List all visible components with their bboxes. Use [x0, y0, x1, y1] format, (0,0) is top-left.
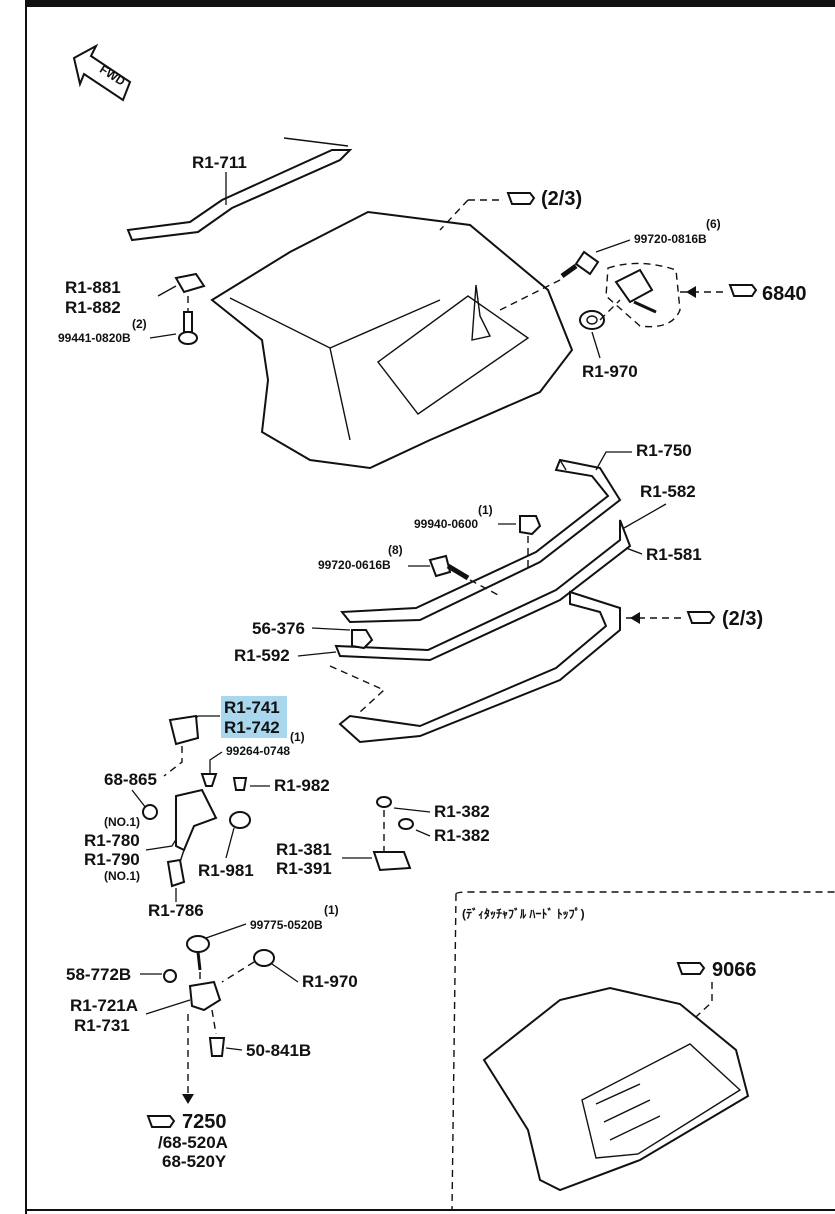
- screw-part: [142, 804, 158, 820]
- weatherstrip-part: [126, 137, 353, 242]
- label-r1-786: R1-786: [148, 901, 204, 920]
- lower-rail-part: [338, 590, 621, 744]
- detachable-caption: (ﾃﾞｨﾀｯﾁｬﾌﾞﾙ ﾊｰﾄﾞ ﾄｯﾌﾟ): [462, 906, 585, 921]
- label-r1-382-a: R1-382: [434, 802, 490, 821]
- no1-a: (NO.1): [104, 815, 140, 829]
- label-r1-981: R1-981: [198, 861, 254, 880]
- label-r1-381: R1-381: [276, 840, 332, 859]
- label-r1-391: R1-391: [276, 859, 332, 878]
- detachable-hard-top-part: [482, 986, 750, 1192]
- label-r1-741: R1-741: [224, 698, 280, 717]
- bumper-part: [166, 858, 186, 888]
- latch-bracket-part: [614, 268, 657, 314]
- rear-rail-part: [340, 458, 622, 624]
- label-r1-721a: R1-721A: [70, 996, 138, 1015]
- label-r1-382-b: R1-382: [434, 826, 490, 845]
- no1-b: (NO.1): [104, 869, 140, 883]
- nut-part: [579, 310, 605, 330]
- label-r1-581: R1-581: [646, 545, 702, 564]
- screw-part: [178, 311, 198, 345]
- screw-part: [398, 818, 414, 830]
- pointing-hand-icon: [506, 192, 536, 205]
- label-50-841b: 50-841B: [246, 1041, 311, 1060]
- label-r1-970-top: R1-970: [582, 362, 638, 381]
- label-r1-731: R1-731: [74, 1016, 130, 1035]
- label-58-772b: 58-772B: [66, 965, 131, 984]
- qty-1-a: (1): [478, 503, 493, 517]
- qty-1-b: (1): [290, 730, 305, 744]
- screw-part: [376, 796, 392, 808]
- grommet-part: [351, 629, 374, 650]
- grommet-part: [229, 811, 251, 829]
- pointing-hand-icon: [728, 284, 758, 297]
- ref-9066: 9066: [712, 959, 757, 981]
- clip-part: [174, 272, 206, 294]
- label-r1-742: R1-742: [224, 718, 280, 737]
- ref-6840: 6840: [762, 283, 807, 305]
- label-99940-0600: 99940-0600: [414, 517, 478, 531]
- label-68-520y: 68-520Y: [162, 1152, 227, 1171]
- label-r1-750: R1-750: [636, 441, 692, 460]
- label-r1-881: R1-881: [65, 278, 121, 297]
- highlight-box: [221, 696, 287, 738]
- ref-7250: 7250: [182, 1111, 227, 1133]
- qty-6: (6): [706, 217, 721, 231]
- pointing-hand-icon: [146, 1115, 176, 1128]
- screw-part: [186, 935, 210, 971]
- label-r1-982: R1-982: [274, 776, 330, 795]
- qty-1-c: (1): [324, 903, 339, 917]
- label-r1-970-bottom: R1-970: [302, 972, 358, 991]
- top-border: [26, 0, 835, 7]
- label-r1-711: R1-711: [192, 153, 247, 172]
- label-99441-0820b: 99441-0820B: [58, 331, 131, 345]
- screw-part: [200, 773, 218, 787]
- bumper-part: [168, 714, 200, 746]
- pointing-hand-icon: [676, 962, 706, 975]
- hard-top-part: [210, 210, 574, 470]
- label-68-520a: /68-520A: [158, 1133, 228, 1152]
- label-99775-0520b: 99775-0520B: [250, 918, 323, 932]
- ref-2-3-mid: (2/3): [722, 608, 763, 630]
- label-r1-790: R1-790: [84, 850, 140, 869]
- ref-2-3-top: (2/3): [541, 188, 582, 210]
- label-56-376: 56-376: [252, 619, 305, 638]
- label-r1-882: R1-882: [65, 298, 121, 317]
- label-99720-0616b: 99720-0616B: [318, 558, 391, 572]
- rail-strip-part: [334, 519, 632, 662]
- label-99720-0816b: 99720-0816B: [634, 232, 707, 246]
- inset-border: [451, 891, 835, 1211]
- pointing-hand-icon: [686, 611, 716, 624]
- qty-8: (8): [388, 543, 403, 557]
- qty-2: (2): [132, 317, 147, 331]
- clip-part: [208, 1037, 226, 1057]
- label-r1-780: R1-780: [84, 831, 140, 850]
- nut-part: [519, 515, 542, 536]
- label-r1-582: R1-582: [640, 482, 696, 501]
- label-99264-0748: 99264-0748: [226, 744, 290, 758]
- bolt-part: [560, 250, 600, 279]
- label-68-865: 68-865: [104, 770, 157, 789]
- label-r1-592: R1-592: [234, 646, 290, 665]
- screw-part: [232, 777, 248, 791]
- clip-part: [163, 969, 177, 983]
- fwd-arrow-icon: FWD: [72, 43, 132, 102]
- bolt-part: [428, 554, 470, 581]
- lock-part: [188, 980, 222, 1012]
- bolt-part: [253, 949, 275, 967]
- bracket-part: [372, 851, 412, 872]
